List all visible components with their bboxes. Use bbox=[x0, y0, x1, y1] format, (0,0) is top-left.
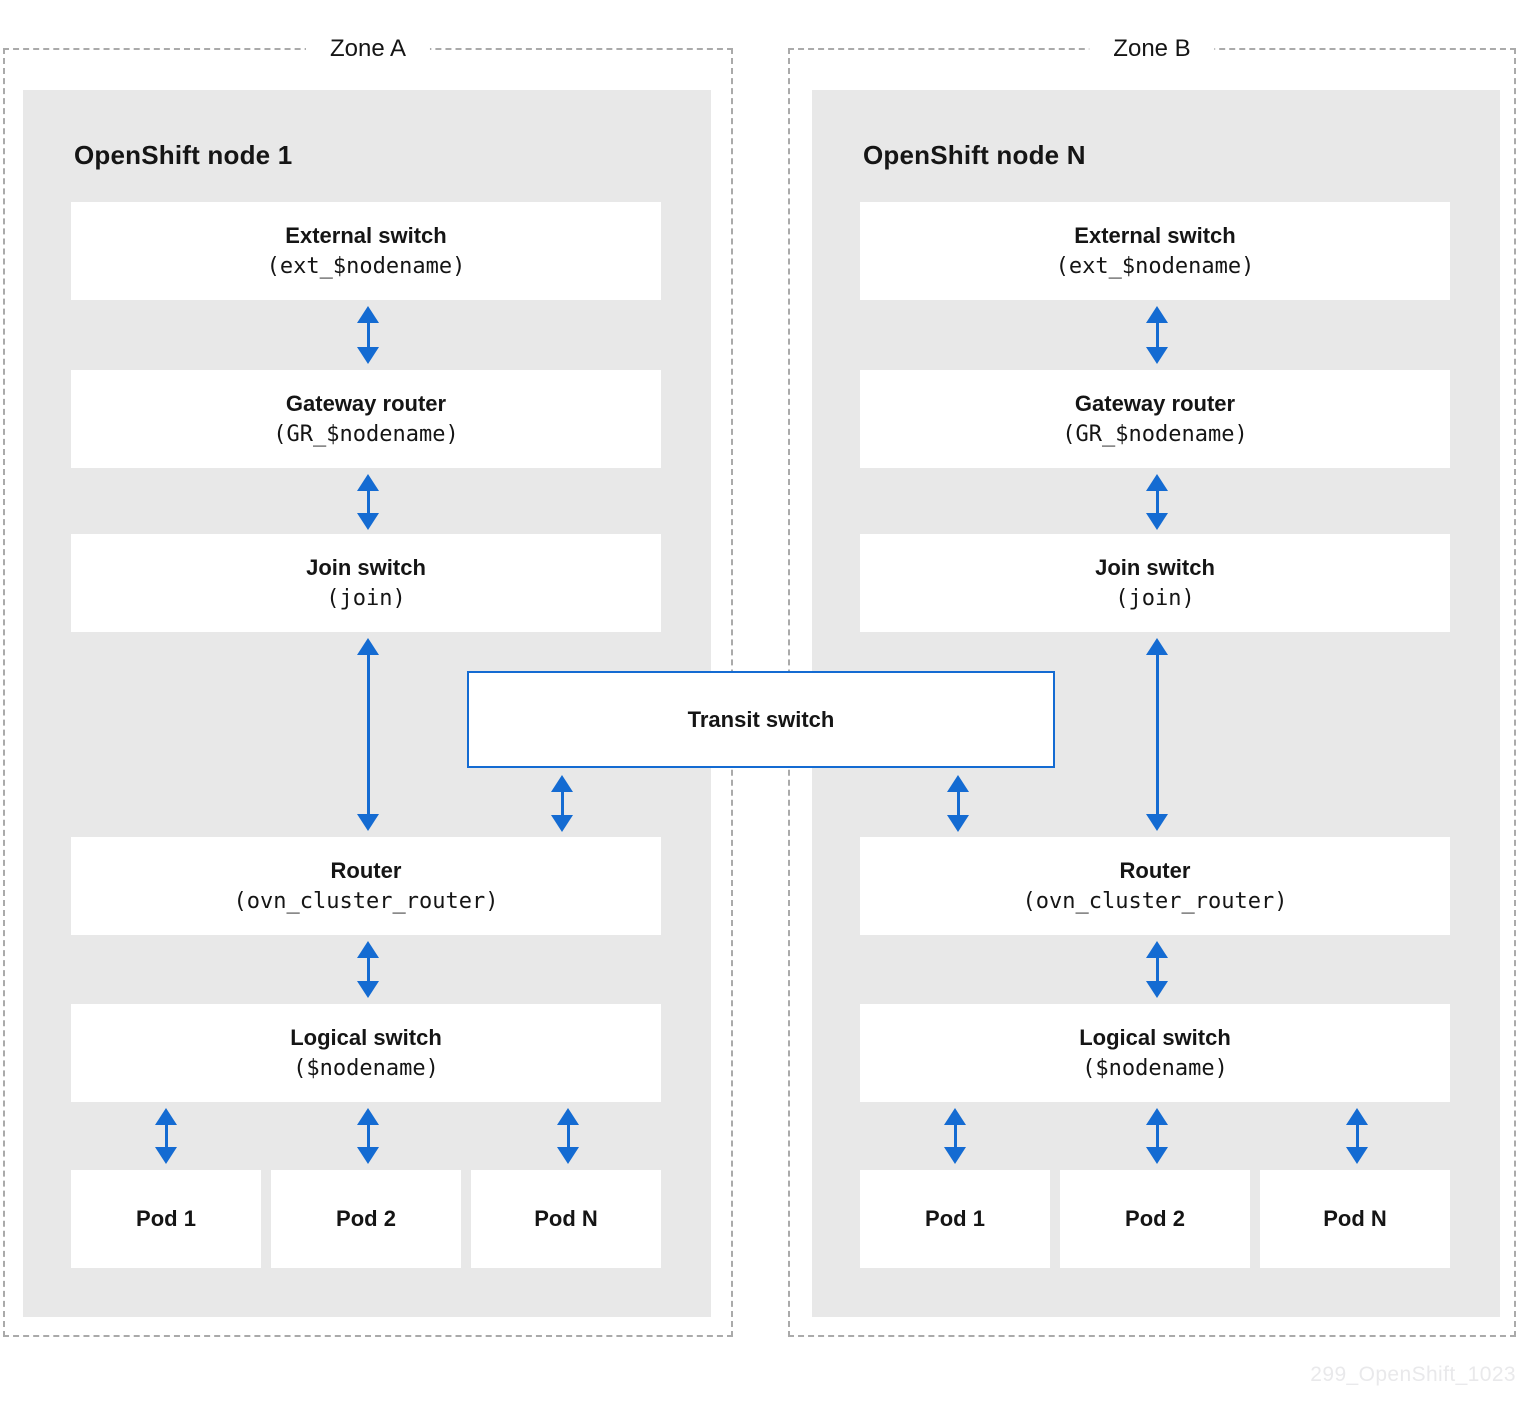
arrow-external-gateway bbox=[1146, 306, 1168, 364]
pod-1-box: Pod 1 bbox=[71, 1170, 261, 1268]
arrow-router-logical bbox=[1146, 941, 1168, 998]
component-subtitle: (GR_$nodename) bbox=[1062, 421, 1248, 447]
component-subtitle: (ovn_cluster_router) bbox=[1022, 888, 1288, 914]
gateway-router-box: Gateway router (GR_$nodename) bbox=[71, 370, 661, 468]
pod-n-box: Pod N bbox=[1260, 1170, 1450, 1268]
pod-1-box: Pod 1 bbox=[860, 1170, 1050, 1268]
zone-a-label: Zone A bbox=[305, 33, 431, 65]
component-subtitle: (ovn_cluster_router) bbox=[233, 888, 499, 914]
arrow-join-router bbox=[357, 638, 379, 831]
component-subtitle: (ext_$nodename) bbox=[1055, 253, 1255, 279]
arrow-logical-pod-n bbox=[1346, 1108, 1368, 1164]
router-box: Router (ovn_cluster_router) bbox=[71, 837, 661, 935]
arrow-external-gateway bbox=[357, 306, 379, 364]
component-title: Logical switch bbox=[1079, 1024, 1231, 1050]
arrow-logical-pod-n bbox=[557, 1108, 579, 1164]
component-subtitle: (GR_$nodename) bbox=[273, 421, 459, 447]
component-subtitle: ($nodename) bbox=[293, 1055, 439, 1081]
arrow-router-logical bbox=[357, 941, 379, 998]
arrow-logical-pod-1 bbox=[944, 1108, 966, 1164]
node-title: OpenShift node N bbox=[863, 140, 1086, 170]
component-title: Logical switch bbox=[290, 1024, 442, 1050]
component-subtitle: (join) bbox=[1115, 585, 1195, 611]
zone-b: Zone B OpenShift node N External switch … bbox=[788, 33, 1516, 1337]
pod-2-box: Pod 2 bbox=[271, 1170, 461, 1268]
openshift-node-n: OpenShift node N External switch (ext_$n… bbox=[812, 90, 1500, 1317]
component-title: Join switch bbox=[1095, 554, 1215, 580]
component-subtitle: ($nodename) bbox=[1082, 1055, 1228, 1081]
component-title: Join switch bbox=[306, 554, 426, 580]
component-title: Gateway router bbox=[1074, 390, 1236, 416]
join-switch-box: Join switch (join) bbox=[71, 534, 661, 632]
external-switch-box: External switch (ext_$nodename) bbox=[860, 202, 1450, 300]
logical-switch-box: Logical switch ($nodename) bbox=[71, 1004, 661, 1102]
component-subtitle: (join) bbox=[326, 585, 406, 611]
arrow-logical-pod-2 bbox=[1146, 1108, 1168, 1164]
pod-2-box: Pod 2 bbox=[1060, 1170, 1250, 1268]
component-title: External switch bbox=[285, 222, 447, 248]
arrow-logical-pod-1 bbox=[155, 1108, 177, 1164]
arrow-gateway-join bbox=[1146, 474, 1168, 530]
component-title: Router bbox=[1119, 857, 1191, 883]
component-subtitle: (ext_$nodename) bbox=[266, 253, 466, 279]
component-title: External switch bbox=[1074, 222, 1236, 248]
gateway-router-box: Gateway router (GR_$nodename) bbox=[860, 370, 1450, 468]
arrow-join-router bbox=[1146, 638, 1168, 831]
logical-switch-box: Logical switch ($nodename) bbox=[860, 1004, 1450, 1102]
component-title: Router bbox=[330, 857, 402, 883]
zone-b-label: Zone B bbox=[1089, 33, 1215, 65]
join-switch-box: Join switch (join) bbox=[860, 534, 1450, 632]
arrow-transit-router-zone-a bbox=[551, 775, 573, 832]
router-box: Router (ovn_cluster_router) bbox=[860, 837, 1450, 935]
arrow-transit-router-zone-b bbox=[947, 775, 969, 832]
transit-switch-box: Transit switch bbox=[467, 671, 1055, 768]
node-title: OpenShift node 1 bbox=[74, 140, 293, 170]
figure-id-watermark: 299_OpenShift_1023 bbox=[1310, 1363, 1516, 1386]
component-title: Gateway router bbox=[285, 390, 447, 416]
external-switch-box: External switch (ext_$nodename) bbox=[71, 202, 661, 300]
pod-n-box: Pod N bbox=[471, 1170, 661, 1268]
arrow-logical-pod-2 bbox=[357, 1108, 379, 1164]
arrow-gateway-join bbox=[357, 474, 379, 530]
